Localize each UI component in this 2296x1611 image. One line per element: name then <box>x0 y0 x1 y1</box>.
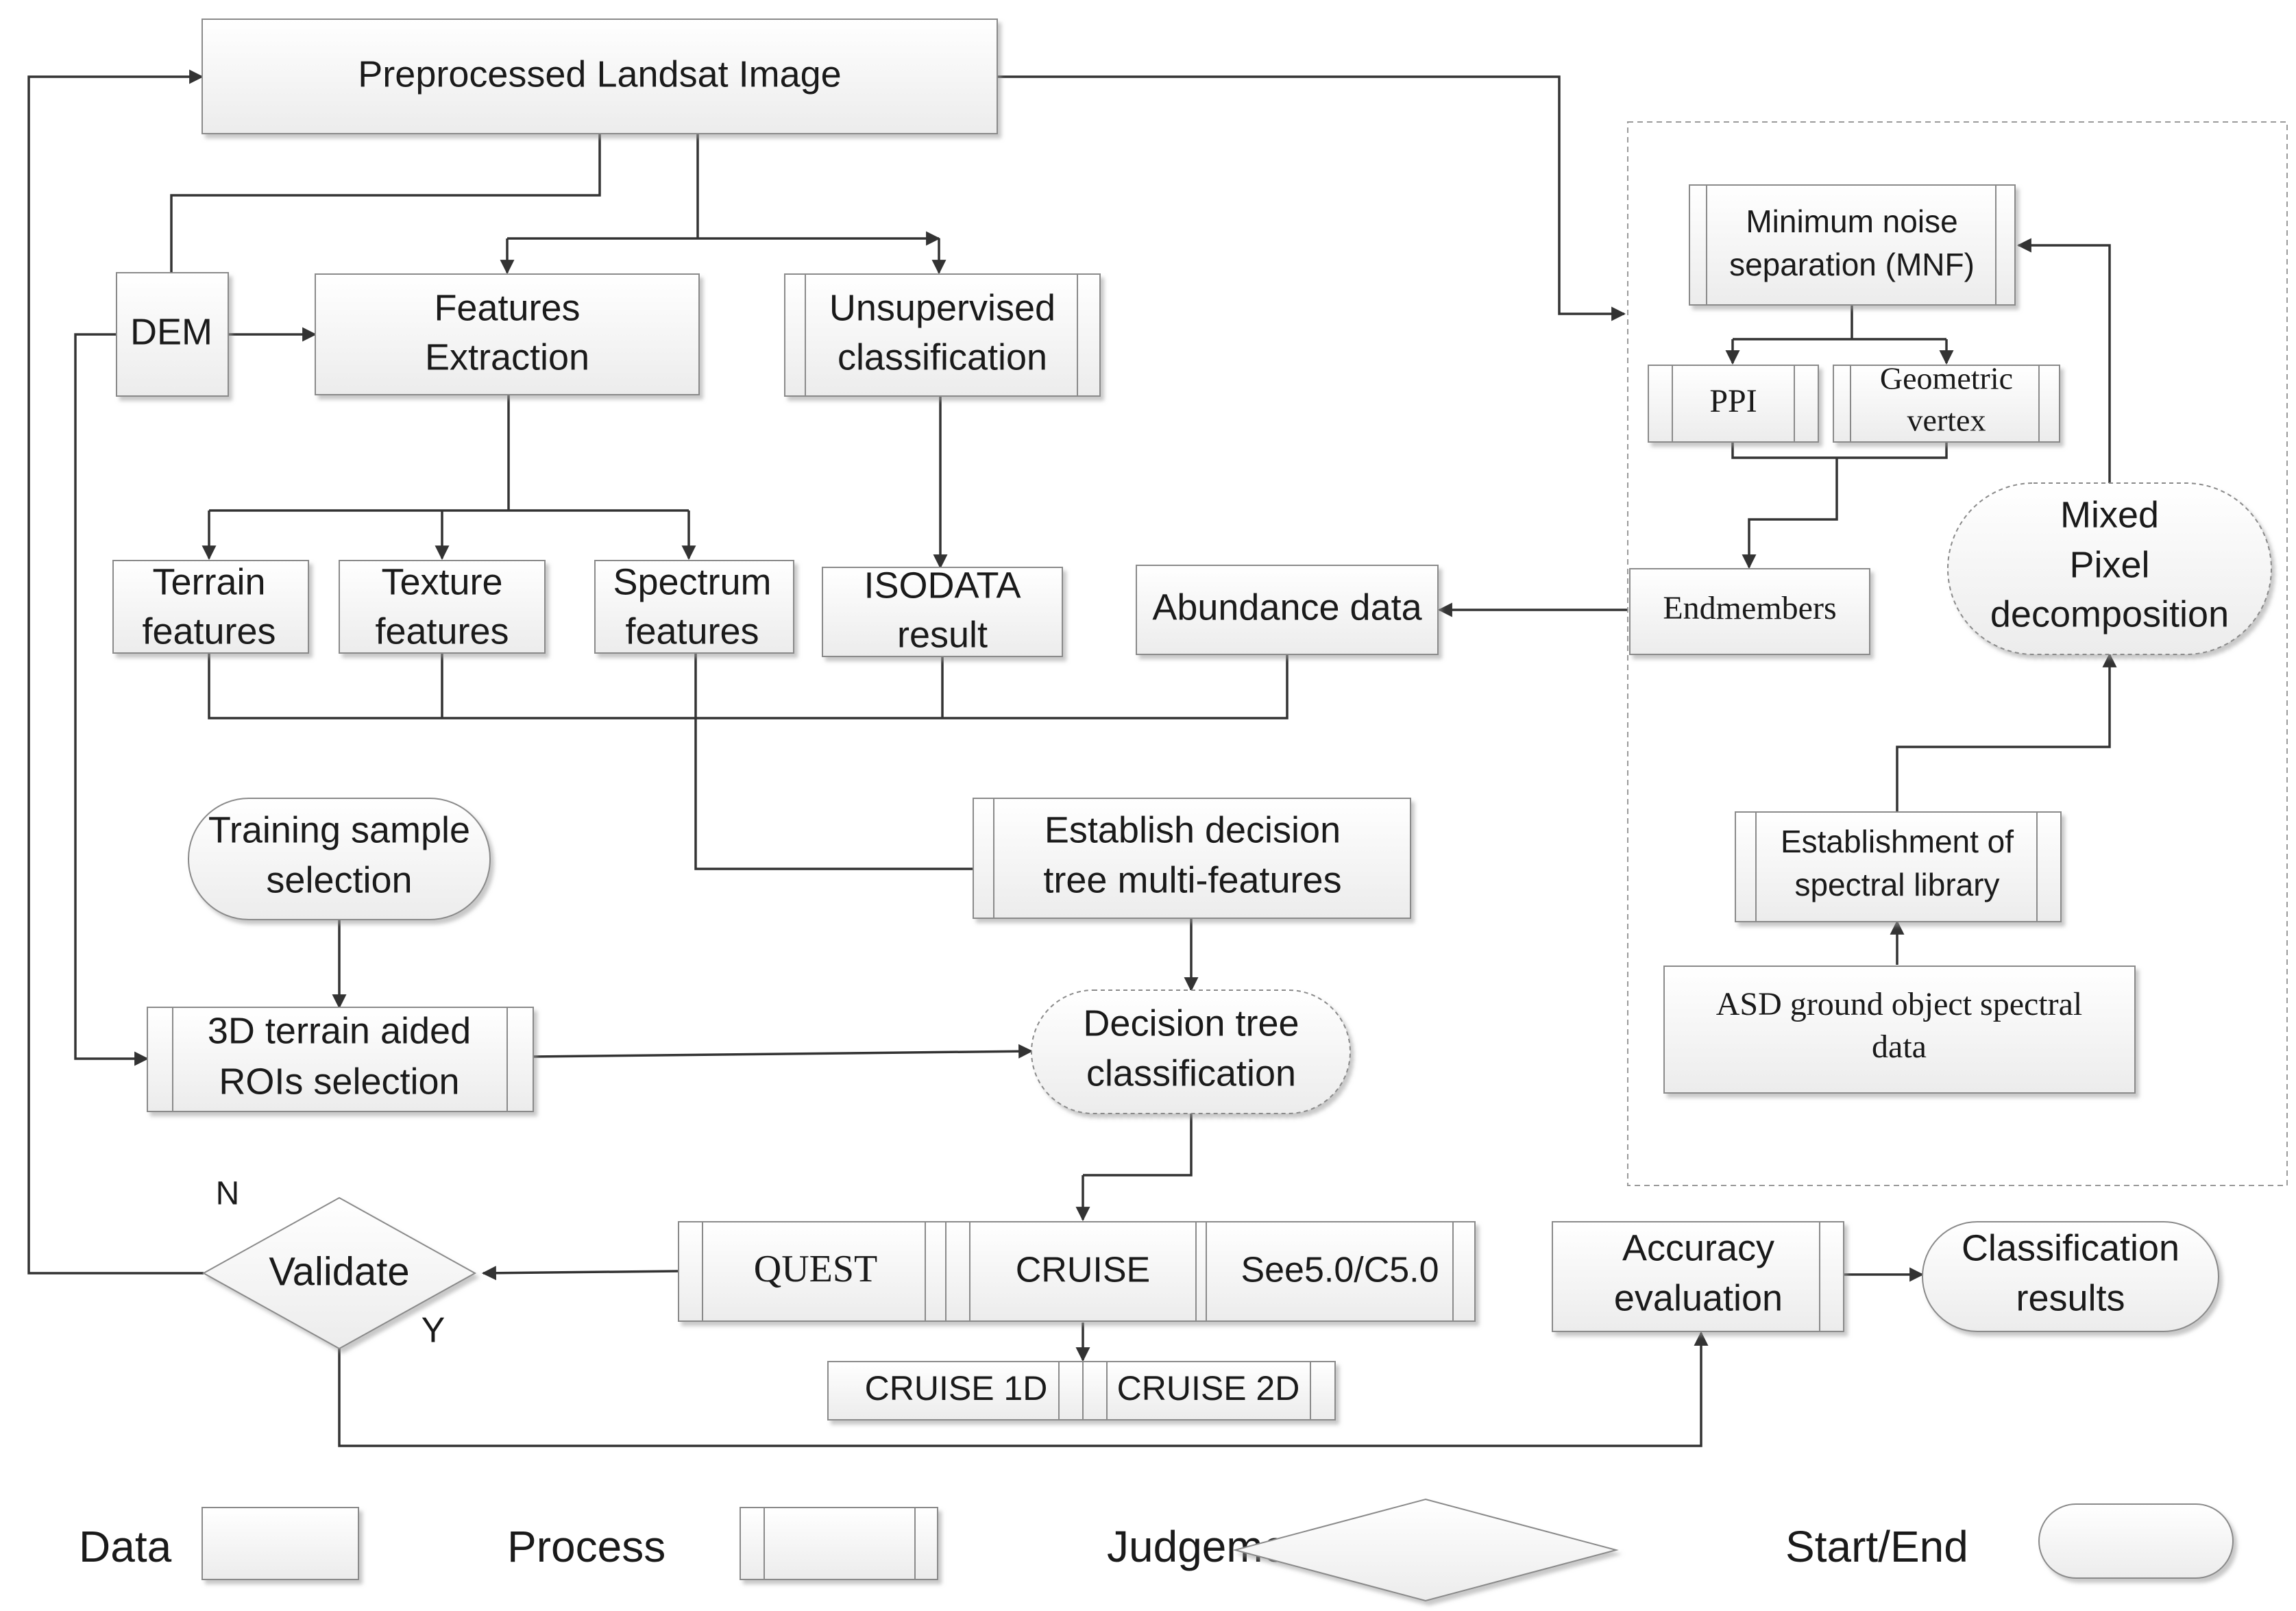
isodata-label-1: ISODATA <box>864 565 1021 606</box>
rois-label-2: ROIs selection <box>219 1061 459 1102</box>
geometric-label-2: vertex <box>1907 403 1986 438</box>
geometric-vertex-node: Geometric vertex <box>1833 361 2060 443</box>
features-extraction-label-2: Extraction <box>425 336 589 378</box>
features-extraction-label-1: Features <box>434 287 580 328</box>
spectral-library-node: Establishment of spectral library <box>1735 811 2062 922</box>
spectral-library-label-2: spectral library <box>1794 867 1999 902</box>
spectral-unmixing-region <box>1627 121 2288 1186</box>
terrain-label-1: Terrain <box>152 561 265 602</box>
legend-data-symbol <box>201 1507 359 1580</box>
geometric-label-1: Geometric <box>1880 361 2013 396</box>
rois-selection-node: 3D terrain aided ROIs selection <box>147 1007 534 1112</box>
landsat-image-label: Preprocessed Landsat Image <box>358 53 841 95</box>
spectrum-features-node: Spectrum features <box>594 560 794 654</box>
terrain-features-node: Terrain features <box>112 560 309 654</box>
legend-process-label: Process <box>507 1522 665 1571</box>
rois-label-1: 3D terrain aided <box>208 1010 471 1051</box>
legend-start-end-symbol <box>2038 1503 2234 1579</box>
connectors <box>27 69 2117 1447</box>
mixed-pixel-node: Mixed Pixel decomposition <box>1947 482 2272 655</box>
cruise1d-label: CRUISE 1D <box>865 1369 1048 1407</box>
training-label-1: Training sample <box>208 809 470 850</box>
results-label-2: results <box>2016 1277 2125 1318</box>
asd-label-2: data <box>1872 1029 1927 1065</box>
accuracy-label-1: Accuracy <box>1622 1227 1774 1268</box>
spectral-library-label-1: Establishment of <box>1781 824 2014 859</box>
no-label: N <box>216 1176 240 1212</box>
dt-classification-label-2: classification <box>1086 1053 1296 1094</box>
unsupervised-label-1: Unsupervised <box>829 287 1055 328</box>
dt-classification-label-1: Decision tree <box>1083 1003 1299 1044</box>
dem-label: DEM <box>130 311 212 352</box>
training-sample-node: Training sample selection <box>188 798 491 920</box>
legend-start-end-label: Start/End <box>1785 1522 1968 1571</box>
abundance-label: Abundance data <box>1152 587 1422 628</box>
dem-node: DEM <box>116 272 229 397</box>
mnf-label-1: Minimum noise <box>1746 204 1957 239</box>
isodata-label-2: result <box>897 614 988 655</box>
endmembers-label: Endmembers <box>1663 590 1836 626</box>
see5-label: See5.0/C5.0 <box>1241 1251 1439 1290</box>
landsat-image-node: Preprocessed Landsat Image <box>201 19 998 134</box>
results-label-1: Classification <box>1962 1227 2179 1268</box>
mixed-label-3: decomposition <box>1990 593 2229 635</box>
accuracy-label-2: evaluation <box>1614 1277 1783 1318</box>
mnf-node: Minimum noise separation (MNF) <box>1689 184 2016 306</box>
validate-node: Validate <box>201 1196 477 1350</box>
classification-results-node: Classification results <box>1922 1221 2219 1332</box>
cruise-label: CRUISE <box>1016 1251 1150 1290</box>
legend-judgement-symbol <box>1232 1498 1619 1602</box>
unsupervised-label-2: classification <box>838 336 1047 378</box>
spectrum-label-2: features <box>625 611 759 652</box>
features-extraction-node: Features Extraction <box>315 273 700 395</box>
establish-dt-label-1: Establish decision <box>1045 809 1341 850</box>
decision-tree-classification-node: Decision tree classification <box>1031 989 1351 1114</box>
mixed-label-2: Pixel <box>2069 544 2149 585</box>
cruise2d-label: CRUISE 2D <box>1117 1369 1300 1407</box>
unsupervised-classification-node: Unsupervised classification <box>784 273 1101 397</box>
algorithm-row-node: QUEST CRUISE See5.0/C5.0 <box>678 1221 1476 1322</box>
cruise-variants-node: CRUISE 1D CRUISE 2D <box>827 1361 1336 1421</box>
mixed-label-1: Mixed <box>2060 494 2159 535</box>
legend-process-symbol <box>740 1507 938 1580</box>
legend-data-label: Data <box>79 1522 172 1571</box>
abundance-data-node: Abundance data <box>1136 565 1439 655</box>
asd-label-1: ASD ground object spectral <box>1716 986 2083 1022</box>
ppi-node: PPI <box>1648 365 1819 443</box>
quest-label: QUEST <box>754 1248 877 1290</box>
ppi-label: PPI <box>1709 383 1757 419</box>
endmembers-node: Endmembers <box>1629 568 1870 655</box>
asd-data-node: ASD ground object spectral data <box>1663 966 2136 1094</box>
terrain-label-2: features <box>142 611 276 652</box>
training-label-2: selection <box>266 859 412 900</box>
isodata-result-node: ISODATA result <box>822 565 1063 657</box>
yes-label: Y <box>422 1311 445 1351</box>
spectrum-label-1: Spectrum <box>613 561 771 602</box>
establish-dt-label-2: tree multi-features <box>1043 859 1341 900</box>
establish-decision-tree-node: Establish decision tree multi-features <box>973 798 1411 919</box>
validate-label: Validate <box>269 1249 409 1294</box>
texture-label-2: features <box>375 611 509 652</box>
texture-features-node: Texture features <box>339 560 546 654</box>
texture-label-1: Texture <box>381 561 502 602</box>
mnf-label-2: separation (MNF) <box>1729 247 1975 282</box>
accuracy-evaluation-node: Accuracy evaluation <box>1552 1221 1844 1332</box>
legend: Data Process Judgement Start/End <box>79 1498 2234 1602</box>
